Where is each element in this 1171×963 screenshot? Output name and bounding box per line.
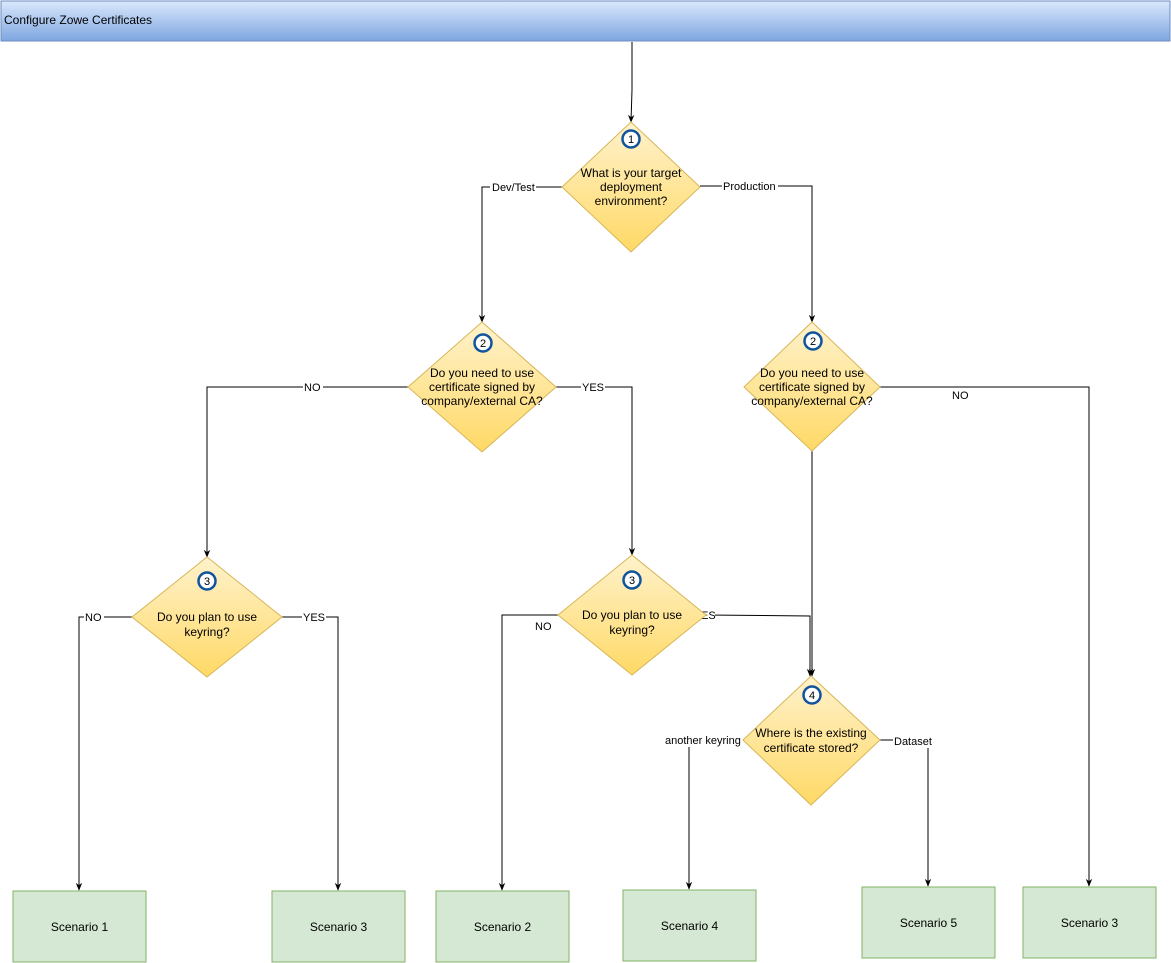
decision-d4: 4 Where is the existing certificate stor… xyxy=(742,675,881,806)
edge-d3a-yes xyxy=(282,616,342,891)
label-d2b-no: NO xyxy=(952,390,969,402)
decision-d3-left: 3 Do you plan to use keyring? xyxy=(131,556,283,678)
decision-d2-production: 2 Do you need to use certificate signed … xyxy=(743,321,881,452)
step-number: 2 xyxy=(810,336,816,348)
step-badge-icon xyxy=(473,333,493,353)
decision-text-line: company/external CA? xyxy=(421,394,543,408)
edge-d4-dataset xyxy=(880,739,932,887)
edge-d1-devtest xyxy=(478,186,562,323)
diagram-title: Configure Zowe Certificates xyxy=(4,13,152,27)
title-bar: Configure Zowe Certificates xyxy=(0,0,1171,42)
decision-d2-devtest: 2 Do you need to use certificate signed … xyxy=(407,321,557,453)
decision-text-line: certificate signed by xyxy=(429,380,535,394)
decision-text-line: What is your target xyxy=(581,166,682,180)
label-d3a-no: NO xyxy=(85,612,102,624)
edge-d2b-no xyxy=(880,386,1093,887)
scenario-box-1: Scenario 1 xyxy=(12,890,147,963)
step-number: 3 xyxy=(629,575,635,587)
label-d4-dataset: Dataset xyxy=(894,736,932,748)
decision-text-line: environment? xyxy=(595,194,668,208)
edge-d3b-no xyxy=(498,614,558,891)
scenario-box-5: Scenario 5 xyxy=(861,886,996,959)
decision-text-line: Do you need to use xyxy=(430,366,534,380)
edge-labels: Dev/Test Production NO YES NO NO YES NO … xyxy=(84,180,969,748)
scenario-box-4: Scenario 4 xyxy=(622,889,757,962)
decision-text-line: company/external CA? xyxy=(751,394,873,408)
scenario-label: Scenario 3 xyxy=(1061,916,1119,930)
decision-text-line: keyring? xyxy=(609,623,655,637)
scenario-label: Scenario 3 xyxy=(310,920,368,934)
decision-text-line: Where is the existing xyxy=(755,726,866,740)
edge-d2a-yes xyxy=(556,386,636,556)
scenario-label: Scenario 5 xyxy=(900,916,958,930)
label-d2a-no: NO xyxy=(304,382,321,394)
decision-text-line: deployment xyxy=(600,180,663,194)
decision-text-line: Do you plan to use xyxy=(582,608,682,622)
edge-d2a-no xyxy=(203,386,408,558)
step-badge-icon xyxy=(621,129,641,149)
step-badge-icon xyxy=(197,571,217,591)
decision-text-line: certificate stored? xyxy=(764,741,859,755)
label-production: Production xyxy=(723,181,776,193)
label-devtest: Dev/Test xyxy=(492,182,535,194)
decision-d3-middle: 3 Do you plan to use keyring? xyxy=(557,554,707,676)
step-number: 3 xyxy=(204,576,210,588)
label-d3b-yes: ES xyxy=(701,610,716,622)
scenario-box-3-left: Scenario 3 xyxy=(271,890,406,963)
label-d4-keyring: another keyring xyxy=(665,735,741,747)
step-badge-icon xyxy=(803,331,823,351)
step-badge-icon xyxy=(622,570,642,590)
scenario-label: Scenario 1 xyxy=(51,920,109,934)
decision-text-line: keyring? xyxy=(184,625,230,639)
decision-text-line: Do you plan to use xyxy=(157,610,257,624)
edge-start-to-d1 xyxy=(628,42,635,123)
edge-d3a-no xyxy=(75,616,132,891)
step-number: 1 xyxy=(628,134,634,146)
step-number: 2 xyxy=(480,338,486,350)
label-d3b-no: NO xyxy=(535,621,552,633)
scenario-box-3-right: Scenario 3 xyxy=(1022,886,1157,959)
decision-d1: 1 What is your target deployment environ… xyxy=(561,121,701,253)
step-badge-icon xyxy=(802,685,822,705)
scenario-box-2: Scenario 2 xyxy=(435,890,570,963)
decision-text-line: certificate signed by xyxy=(759,380,865,394)
decision-text-line: Do you need to use xyxy=(760,366,864,380)
scenario-label: Scenario 4 xyxy=(661,919,719,933)
edge-d3b-yes xyxy=(705,614,814,677)
step-number: 4 xyxy=(809,690,815,702)
edge-d1-production xyxy=(700,185,816,323)
edge-d4-keyring xyxy=(685,739,743,890)
label-d2a-yes: YES xyxy=(582,382,604,394)
scenario-label: Scenario 2 xyxy=(474,920,532,934)
label-d3a-yes: YES xyxy=(303,612,325,624)
